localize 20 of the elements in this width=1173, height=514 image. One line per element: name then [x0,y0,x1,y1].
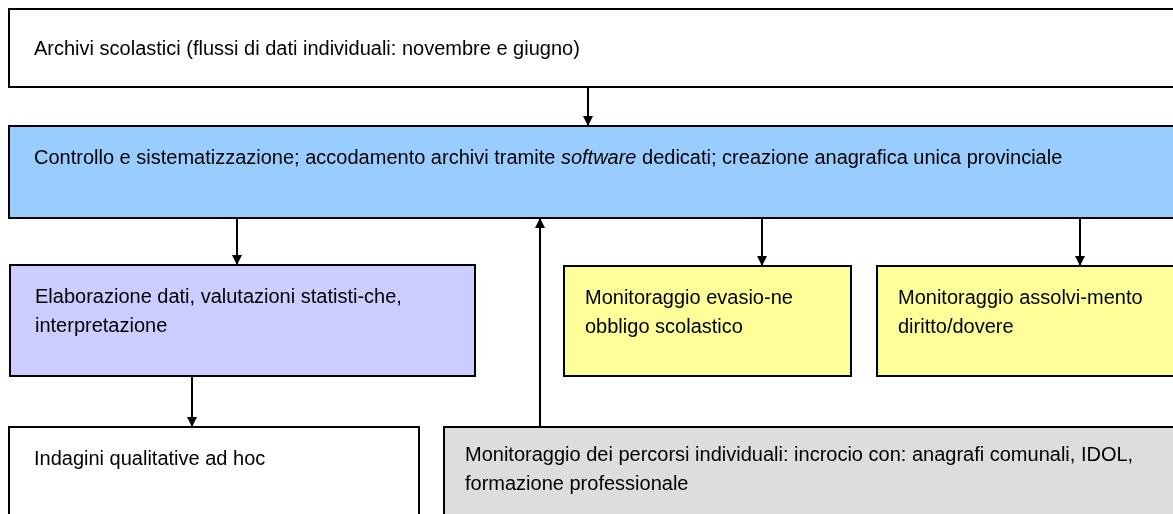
arrow [1075,218,1085,266]
process-box [876,265,1173,377]
box-text: Monitoraggio assolvi-mento diritto/dovere [898,285,1144,339]
arrow [583,87,593,126]
process-box [8,8,1173,88]
process-box [563,265,852,377]
process-box [8,426,420,514]
arrow [187,376,197,427]
arrow [232,218,242,265]
box-text: Monitoraggio dei percorsi individuali: incrocio con: anagrafi comunali, IDOL, formazione professionale [465,442,1135,496]
process-box [8,125,1173,219]
box-text: Archivi scolastici (flussi di dati individuali: novembre e giugno) [34,36,581,61]
box-text: Elaborazione dati, valutazioni statisti-che, interpretazione [35,284,403,338]
process-box [9,264,476,377]
box-text: Monitoraggio evasio-ne obbligo scolastico [585,285,794,339]
box-text: Controllo e sistematizzazione; accodamento archivi tramite software dedicati; creazione anagrafica unica provinciale [34,145,1064,170]
arrow [535,218,545,427]
arrow [757,218,767,266]
process-box [443,426,1173,514]
box-text: Indagini qualitative ad hoc [34,446,267,471]
